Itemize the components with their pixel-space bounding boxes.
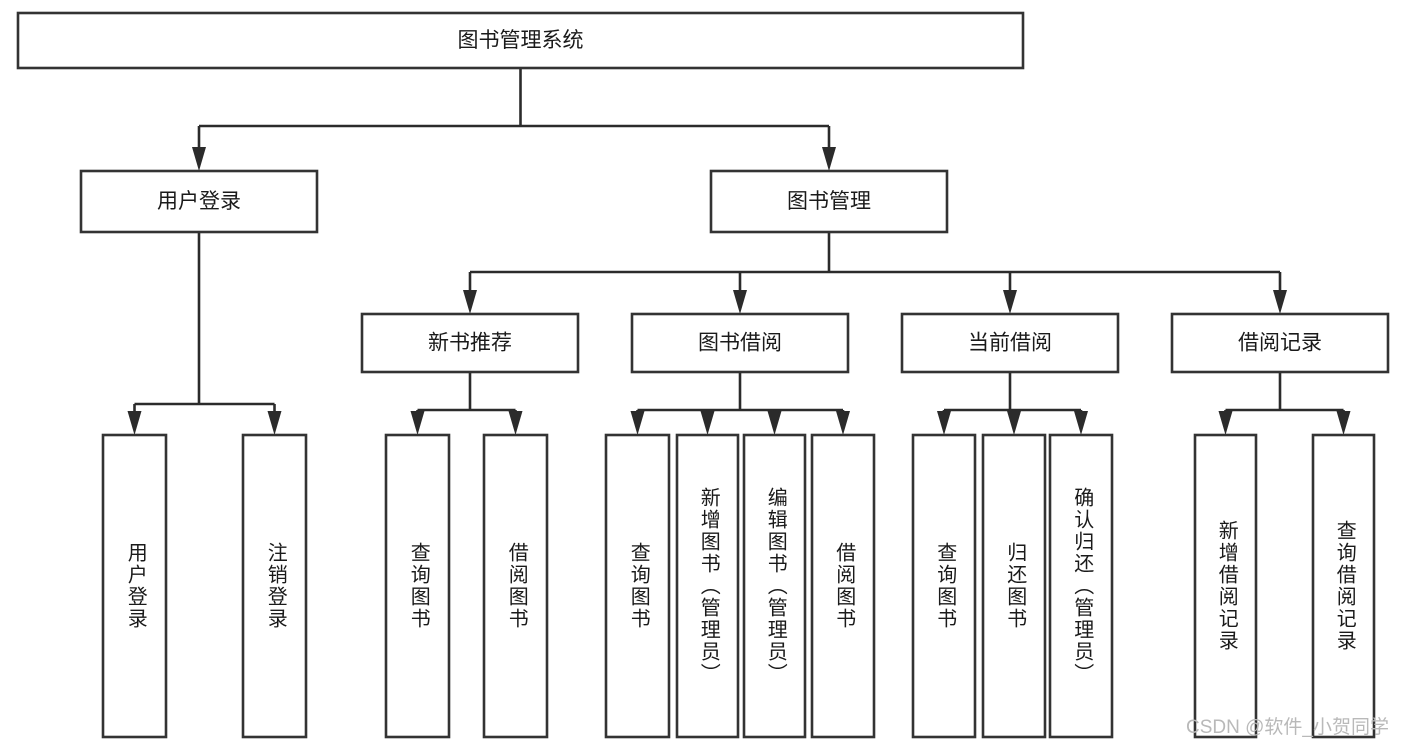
node-box-leaf-confirm-return — [1048, 433, 1114, 739]
node-box-leaf-borrow-book-bb — [810, 433, 876, 739]
arrow-leaf-logout — [267, 411, 282, 435]
arrow-leaf-borrow-book-nbr — [508, 411, 523, 435]
arrow-user-login — [192, 147, 206, 171]
node-box-leaf-logout — [241, 433, 308, 739]
arrow-leaf-borrow-book-bb — [836, 411, 850, 435]
node-box-leaf-query-book-nbr — [384, 433, 451, 739]
node-box-leaf-borrow-book-nbr — [482, 433, 549, 739]
arrow-borrow-record — [1273, 290, 1287, 314]
node-box-leaf-add-record — [1193, 433, 1258, 739]
node-box-leaf-add-book — [675, 433, 740, 739]
arrow-book-management — [822, 147, 836, 171]
arrow-leaf-return-book — [1007, 411, 1021, 435]
arrow-current-borrow — [1003, 290, 1017, 314]
node-label-root: 图书管理系统 — [458, 29, 584, 52]
arrow-leaf-add-record — [1218, 411, 1233, 435]
node-label-new-book-recommend: 新书推荐 — [428, 332, 512, 355]
arrow-leaf-add-book — [700, 411, 715, 435]
node-box-book-borrow — [630, 312, 850, 374]
node-label-borrow-record: 借阅记录 — [1238, 332, 1322, 355]
node-label-current-borrow: 当前借阅 — [968, 332, 1052, 355]
node-label-user-login: 用户登录 — [157, 190, 241, 213]
node-box-book-management — [709, 169, 949, 234]
node-box-current-borrow — [900, 312, 1120, 374]
arrow-leaf-query-book-bb — [630, 411, 645, 435]
arrow-leaf-query-book-nbr — [410, 411, 425, 435]
arrow-leaf-confirm-return — [1074, 411, 1088, 435]
connectors-layer — [127, 68, 1351, 435]
node-box-new-book-recommend — [360, 312, 580, 374]
node-box-leaf-query-book-bb — [604, 433, 671, 739]
node-box-leaf-edit-book — [742, 433, 807, 739]
node-box-leaf-query-book-cb — [911, 433, 977, 739]
arrow-leaf-user-login — [127, 411, 142, 435]
arrow-leaf-query-book-cb — [937, 411, 951, 435]
node-box-leaf-return-book — [981, 433, 1047, 739]
node-box-user-login — [79, 169, 319, 234]
node-box-leaf-user-login — [101, 433, 168, 739]
arrow-leaf-query-record — [1336, 411, 1351, 435]
node-boxes-layer — [16, 11, 1390, 739]
node-box-borrow-record — [1170, 312, 1390, 374]
node-box-leaf-query-record — [1311, 433, 1376, 739]
node-label-book-borrow: 图书借阅 — [698, 332, 782, 355]
node-label-book-management: 图书管理 — [787, 190, 871, 213]
node-box-root — [16, 11, 1025, 70]
arrow-new-book-recommend — [463, 290, 477, 314]
arrow-book-borrow — [733, 290, 747, 314]
arrow-leaf-edit-book — [767, 411, 782, 435]
